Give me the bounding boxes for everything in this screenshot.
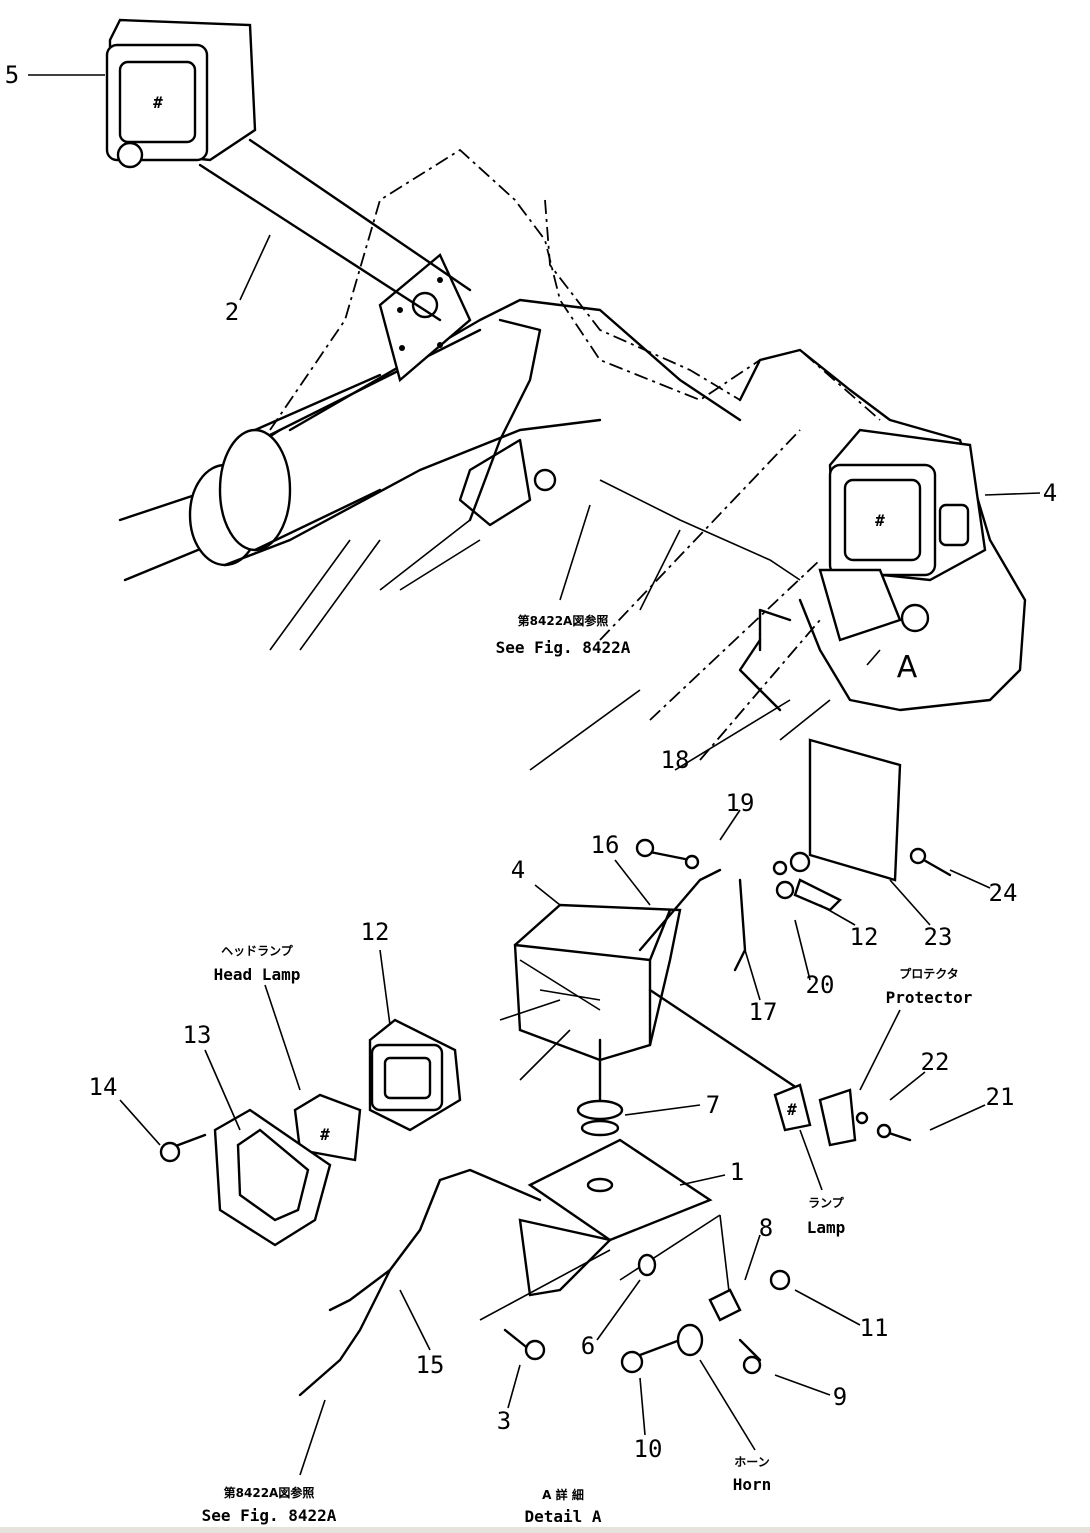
part-number: 10 [634,1435,663,1463]
svg-text:#: # [153,93,163,112]
part-number: 18 [661,746,690,774]
head-lamp-label: Head Lamp [214,965,301,984]
part-number: 11 [860,1314,889,1342]
protector-label: Protector [886,988,973,1007]
part-number-labels: 5 2 4 18 19 16 4 12 23 24 20 17 12 13 14… [5,61,1057,1463]
part-number: 13 [183,1021,212,1049]
svg-text:#: # [875,511,885,530]
part-number: 1 [730,1158,744,1186]
part-number: 5 [5,61,19,89]
part-number: 17 [749,998,778,1026]
part-number: 12 [850,923,879,951]
lamp-label: Lamp [807,1218,846,1237]
part-number: 7 [706,1091,720,1119]
part-number: 3 [497,1407,511,1435]
horn-label: Horn [733,1475,772,1494]
part-number: 6 [581,1332,595,1360]
part-number: 2 [225,298,239,326]
part-number: 4 [1043,479,1057,507]
bracket-1 [479,1138,731,1321]
part-number: 19 [726,789,755,817]
head-lamp-parts: # [159,1018,462,1247]
head-lamp-label-jp: ヘッドランプ [221,943,294,958]
part-number: 15 [416,1351,445,1379]
work-lamp-5: # [105,18,257,169]
part-number: 24 [989,879,1018,907]
frame-outline [118,148,1027,761]
reference-en-top: See Fig. 8422A [496,638,631,657]
part-number: 23 [924,923,953,951]
detail-title-jp: A 詳 細 [542,1487,584,1502]
part-number: 8 [759,1214,773,1242]
part-number: 12 [361,918,390,946]
svg-text:#: # [320,1125,330,1144]
leader-lines [28,74,1041,1476]
work-lamp-4-upper: # [758,428,987,652]
protector-label-jp: プロテクタ [899,966,959,981]
svg-text:#: # [787,1100,797,1119]
fasteners: # [503,738,952,1375]
part-number: 16 [591,831,620,859]
lamp-housing-4 [499,868,802,1137]
reference-en-bottom: See Fig. 8422A [202,1506,337,1525]
part-number: 21 [986,1083,1015,1111]
part-number: 20 [806,971,835,999]
detail-title: Detail A [524,1507,601,1526]
part-number: 9 [833,1383,847,1411]
harness-15 [298,1168,542,1397]
part-number: 14 [89,1073,118,1101]
part-number: 22 [921,1048,950,1076]
lamp-bracket [198,138,472,383]
detail-marker: A [897,650,918,685]
part-number: 4 [511,856,525,884]
lamp-label-jp: ランプ [808,1195,845,1210]
reference-jp-top: 第8422A図参照 [518,613,609,628]
reference-jp-bottom: 第8422A図参照 [224,1485,315,1500]
horn-label-jp: ホーン [734,1455,769,1469]
bottom-border [0,1527,1090,1533]
